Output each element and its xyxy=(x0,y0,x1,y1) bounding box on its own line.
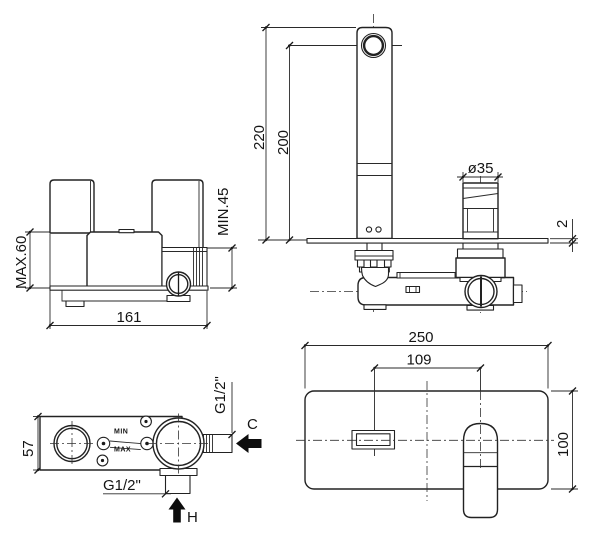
trim-plate xyxy=(304,390,549,490)
hot-inlet-arrow xyxy=(168,497,186,523)
dim-label-spout-height: 200 xyxy=(275,130,292,155)
body-top-tab xyxy=(118,228,135,234)
dim-label-total-height: 220 xyxy=(251,125,268,150)
lower-bracket xyxy=(61,290,185,302)
dim-label-body-width: 161 xyxy=(116,309,141,326)
spout-flange xyxy=(354,249,394,261)
spout-connection-tube xyxy=(49,179,95,234)
hot-inlet-pipe xyxy=(164,474,191,495)
cold-thread-label: G1/2" xyxy=(212,376,229,414)
flange-bolt xyxy=(383,259,392,268)
flange-bolt xyxy=(356,259,365,268)
cartridge-housing xyxy=(455,257,506,279)
dim-label-plate-height: 100 xyxy=(555,432,572,457)
lever-handle xyxy=(462,422,499,519)
side-view: 220 200 xyxy=(251,14,578,313)
foot-pad xyxy=(65,300,85,308)
wall-plate-edge xyxy=(306,237,549,244)
label-min: MIN xyxy=(114,429,128,436)
dim-label-max-depth: MAX.60 xyxy=(13,236,30,289)
handle-shank xyxy=(462,242,499,250)
body-end-fitting xyxy=(512,284,523,304)
cartridge-collar xyxy=(456,248,504,259)
flange-bolt xyxy=(369,259,378,268)
body-connector xyxy=(405,285,421,294)
spout-shank xyxy=(366,242,383,252)
mounting-plate-edge xyxy=(49,285,209,291)
hot-thread-label: G1/2" xyxy=(103,477,141,494)
dim-label-handle-diameter: ø35 xyxy=(468,160,494,177)
body-foot xyxy=(363,304,387,310)
cold-inlet-arrow xyxy=(236,434,262,453)
mixer-body-box xyxy=(86,231,163,289)
dim-label-min-depth: MIN.45 xyxy=(215,188,232,236)
aerator-outlet-ring xyxy=(362,34,385,57)
dim-label-spout-to-handle: 109 xyxy=(406,352,431,369)
spout-outlet-inner xyxy=(355,433,391,447)
hot-label: H xyxy=(187,509,198,526)
plate-view: 250 109 100 xyxy=(296,329,578,519)
dim-label-plate-width: 250 xyxy=(408,329,433,346)
spout-elbow xyxy=(360,266,390,288)
handle-connection-tube xyxy=(151,179,204,249)
top-view: 57 MIN MAX G1/2" C xyxy=(20,376,262,526)
handle-body xyxy=(462,182,499,240)
set-screw xyxy=(375,226,382,233)
label-max: MAX xyxy=(114,447,131,454)
mounting-bracket-strip xyxy=(396,271,459,279)
set-screw xyxy=(365,226,373,233)
dim-label-plate-thickness: 2 xyxy=(554,220,571,228)
front-view: MAX.60 MIN.45 161 xyxy=(13,179,237,330)
dim-label-depth: 57 xyxy=(20,440,37,457)
spout-body xyxy=(356,26,393,240)
cold-label: C xyxy=(247,416,258,433)
